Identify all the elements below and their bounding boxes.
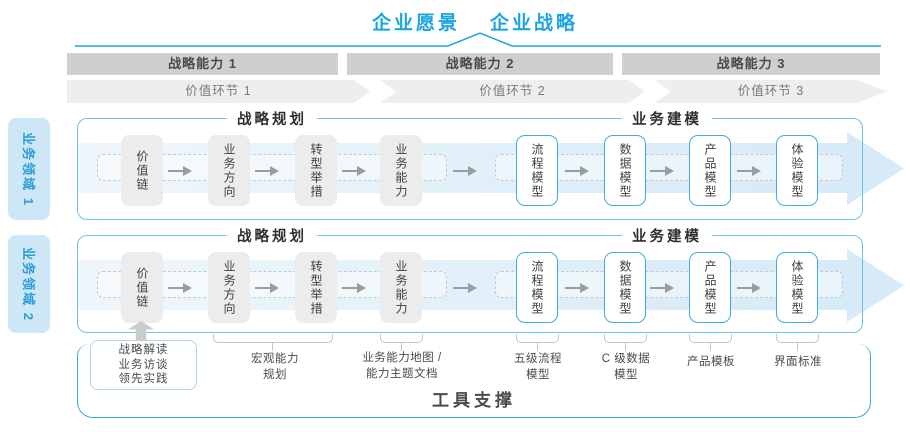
flow-arrow-icon bbox=[342, 165, 366, 177]
modeling-section-title: 业务建模 bbox=[622, 225, 712, 246]
flow-box-transformation-initiative: 转型举措 bbox=[295, 135, 337, 206]
flow-arrow-icon bbox=[737, 165, 761, 177]
flow-panel-domain-2: 价值链 业务方向 转型举措 业务能力 流程模型 数据模型 产品模型 体验模型 战… bbox=[77, 225, 904, 333]
bracket-tick bbox=[625, 342, 627, 351]
annotation-ui-standard: 界面标准 bbox=[733, 355, 863, 371]
business-domain-label-2: 业务领域 2 bbox=[8, 235, 50, 333]
flow-arrow-icon bbox=[453, 165, 477, 177]
flow-arrow-icon bbox=[255, 282, 279, 294]
flow-box-value-chain: 价值链 bbox=[121, 252, 163, 323]
planning-section-title: 战略规划 bbox=[227, 225, 317, 246]
vision-connector-line bbox=[75, 32, 881, 47]
tool-support-container: 工具支撑 bbox=[77, 344, 871, 418]
annotation-process-model: 五级流程 模型 bbox=[473, 352, 603, 383]
practice-note-line: 战略解读 bbox=[118, 343, 169, 356]
strategic-capability-bar-2: 战略能力 2 bbox=[347, 53, 613, 75]
flow-box-label: 价值链 bbox=[135, 149, 149, 192]
flow-box-business-capability: 业务能力 bbox=[380, 252, 422, 323]
flow-arrow-icon bbox=[453, 282, 477, 294]
annotation-data-model: C 级数据 模型 bbox=[561, 352, 691, 383]
modeling-section-title: 业务建模 bbox=[622, 108, 712, 129]
flow-arrow-icon bbox=[737, 282, 761, 294]
header-titles: 企业愿景 企业战略 bbox=[372, 8, 578, 35]
flow-box-label: 转型举措 bbox=[309, 259, 323, 316]
company-strategy-title: 企业战略 bbox=[490, 13, 579, 34]
annotation-line: 界面标准 bbox=[774, 356, 822, 368]
business-domain-label-1-text: 业务领域 1 bbox=[20, 131, 36, 207]
flow-box-label: 业务能力 bbox=[394, 259, 408, 316]
flow-box-label: 数据模型 bbox=[618, 259, 632, 316]
flow-arrow-icon bbox=[650, 165, 674, 177]
flow-box-label: 产品模型 bbox=[703, 142, 717, 199]
flow-arrow-icon bbox=[342, 282, 366, 294]
annotation-line: 模型 bbox=[614, 368, 638, 381]
flow-box-business-direction: 业务方向 bbox=[208, 252, 250, 323]
bracket-tick bbox=[710, 342, 712, 351]
strategic-capability-bar-3: 战略能力 3 bbox=[622, 53, 880, 75]
annotation-capability-map: 业务能力地图 / 能力主题文档 bbox=[337, 351, 467, 382]
value-chain-segment-3: 价值环节 3 bbox=[655, 80, 887, 103]
annotation-product-template: 产品模板 bbox=[646, 355, 776, 371]
strategic-capability-bar-1: 战略能力 1 bbox=[67, 53, 338, 75]
planning-section-title: 战略规划 bbox=[227, 108, 317, 129]
annotation-line: 五级流程 bbox=[514, 353, 562, 365]
bracket-tick bbox=[797, 342, 799, 351]
flow-box-label: 数据模型 bbox=[618, 142, 632, 199]
flow-box-label: 体验模型 bbox=[790, 259, 804, 316]
flow-box-data-model: 数据模型 bbox=[604, 252, 646, 323]
flow-box-experience-model: 体验模型 bbox=[776, 252, 818, 323]
annotation-macro-capability: 宏观能力 规划 bbox=[210, 352, 340, 383]
flow-arrow-icon bbox=[565, 282, 589, 294]
flow-box-process-model: 流程模型 bbox=[516, 252, 558, 323]
bracket-tick bbox=[537, 342, 539, 351]
flow-arrow-icon bbox=[650, 282, 674, 294]
flow-box-label: 产品模型 bbox=[703, 259, 717, 316]
flow-box-business-capability: 业务能力 bbox=[380, 135, 422, 206]
big-flow-arrow-head bbox=[847, 249, 904, 322]
flow-box-transformation-initiative: 转型举措 bbox=[295, 252, 337, 323]
flow-box-label: 流程模型 bbox=[530, 259, 544, 316]
bracket-tick bbox=[401, 342, 403, 351]
flow-box-product-model: 产品模型 bbox=[689, 135, 731, 206]
flow-box-label: 转型举措 bbox=[309, 142, 323, 199]
flow-arrow-icon bbox=[255, 165, 279, 177]
flow-box-label: 业务方向 bbox=[222, 142, 236, 199]
flow-arrow-icon bbox=[168, 282, 192, 294]
flow-box-business-direction: 业务方向 bbox=[208, 135, 250, 206]
tool-support-label: 工具支撑 bbox=[432, 391, 516, 410]
annotation-line: 能力主题文档 bbox=[366, 367, 438, 380]
practice-note-box: 战略解读 业务访谈 领先实践 bbox=[90, 340, 197, 390]
practice-note-line: 业务访谈 bbox=[118, 358, 169, 371]
flow-box-product-model: 产品模型 bbox=[689, 252, 731, 323]
annotation-line: 规划 bbox=[263, 368, 287, 381]
flow-panel-domain-1: 价值链 业务方向 转型举措 业务能力 流程模型 数据模型 产品模型 体验模型 战… bbox=[77, 108, 904, 220]
flow-box-data-model: 数据模型 bbox=[604, 135, 646, 206]
flow-box-label: 业务方向 bbox=[222, 259, 236, 316]
business-domain-label-1: 业务领域 1 bbox=[8, 118, 50, 220]
flow-box-experience-model: 体验模型 bbox=[776, 135, 818, 206]
flow-box-label: 价值链 bbox=[135, 266, 149, 309]
business-domain-label-2-text: 业务领域 2 bbox=[20, 246, 36, 322]
annotation-line: 产品模板 bbox=[687, 356, 735, 368]
annotation-line: 业务能力地图 / bbox=[362, 352, 442, 364]
company-vision-title: 企业愿景 bbox=[372, 13, 461, 34]
flow-box-value-chain: 价值链 bbox=[121, 135, 163, 206]
flow-arrow-icon bbox=[168, 165, 192, 177]
flow-box-process-model: 流程模型 bbox=[516, 135, 558, 206]
bracket-tick bbox=[272, 342, 274, 351]
annotation-line: 宏观能力 bbox=[251, 353, 299, 365]
flow-box-label: 业务能力 bbox=[394, 142, 408, 199]
practice-note-line: 领先实践 bbox=[118, 373, 169, 386]
flow-arrow-icon bbox=[565, 165, 589, 177]
annotation-line: 模型 bbox=[526, 368, 550, 381]
value-chain-segment-2: 价值环节 2 bbox=[380, 80, 645, 103]
annotation-line: C 级数据 bbox=[601, 353, 651, 365]
big-flow-arrow-head bbox=[847, 132, 904, 205]
value-chain-segment-1: 价值环节 1 bbox=[67, 80, 370, 103]
flow-box-label: 流程模型 bbox=[530, 142, 544, 199]
flow-box-label: 体验模型 bbox=[790, 142, 804, 199]
